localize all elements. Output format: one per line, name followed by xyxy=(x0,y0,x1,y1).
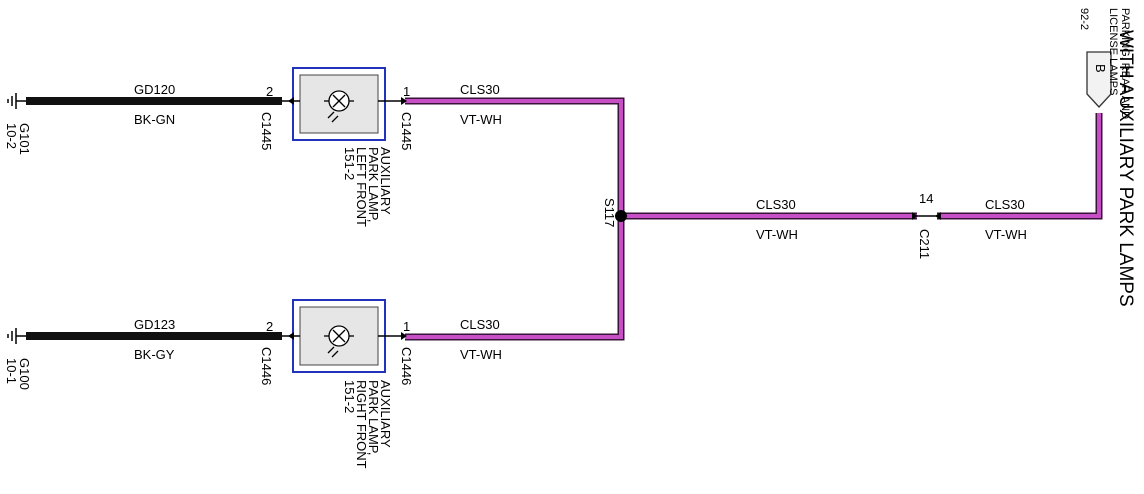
connector-id: C211 xyxy=(917,229,932,259)
inline-connector-c211 xyxy=(912,212,941,220)
ground-id: G100 xyxy=(17,358,32,390)
lamp-name-line: AUXILIARY xyxy=(378,147,393,215)
lamp-name-line: PARK LAMP, xyxy=(366,147,381,222)
ground-page-ref: 10-2 xyxy=(4,123,19,149)
pin-number: 2 xyxy=(266,84,273,99)
pin-number: 1 xyxy=(403,319,410,334)
reference-label-line: PARKING, REAR AND xyxy=(1119,8,1131,119)
splice-id: S117 xyxy=(602,198,617,227)
lamp-name-line: 151-2 xyxy=(342,147,357,180)
diagram-title: WITH AUXILIARY PARK LAMPS xyxy=(1115,30,1136,307)
wire-color-label: VT-WH xyxy=(460,112,502,127)
ground-icon xyxy=(7,93,26,109)
wire-color-label: BK-GY xyxy=(134,347,175,362)
ground-page-ref: 10-1 xyxy=(4,358,19,384)
wire-circuit-label: GD123 xyxy=(134,317,175,332)
wire-circuit-label: CLS30 xyxy=(985,197,1025,212)
ground-icon xyxy=(7,328,26,344)
reference-label-line: LICENSE LAMPS xyxy=(1107,8,1119,95)
reference-page: 92-2 xyxy=(1078,8,1090,30)
violet-wire-network xyxy=(405,97,1103,341)
lamp-name-line: PARK LAMP, xyxy=(366,380,381,455)
wire-circuit-label: GD120 xyxy=(134,82,175,97)
connector-id: C1446 xyxy=(259,347,274,385)
lamp-icon xyxy=(324,90,354,123)
connector-id: C1445 xyxy=(399,112,414,150)
wire-circuit-label: CLS30 xyxy=(460,82,500,97)
wire-color-label: VT-WH xyxy=(985,227,1027,242)
connector-id: C1445 xyxy=(259,112,274,150)
lamp-name-left-front: AUXILIARY PARK LAMP, LEFT FRONT 151-2 xyxy=(342,147,393,227)
wire-color-label: VT-WH xyxy=(756,227,798,242)
pin-number: 1 xyxy=(403,84,410,99)
splice-dot xyxy=(615,210,627,222)
page-reference-connector: B xyxy=(1086,51,1112,108)
lamp-component-right-front xyxy=(282,299,407,373)
connector-id: C1446 xyxy=(399,347,414,385)
pin-number: 2 xyxy=(266,319,273,334)
lamp-name-line: RIGHT FRONT xyxy=(354,380,369,469)
pin-number: 14 xyxy=(919,191,933,206)
lamp-name-line: LEFT FRONT xyxy=(354,147,369,227)
wire-color-label: BK-GN xyxy=(134,112,175,127)
wire-circuit-label: CLS30 xyxy=(756,197,796,212)
lamp-component-left-front xyxy=(282,67,407,141)
lamp-name-right-front: AUXILIARY PARK LAMP, RIGHT FRONT 151-2 xyxy=(342,380,393,469)
lamp-name-line: 151-2 xyxy=(342,380,357,413)
lamp-icon xyxy=(324,325,354,358)
wire-circuit-label: CLS30 xyxy=(460,317,500,332)
ground-id: G101 xyxy=(17,123,32,155)
reference-letter: B xyxy=(1093,64,1108,73)
wire-color-label: VT-WH xyxy=(460,347,502,362)
lamp-name-line: AUXILIARY xyxy=(378,380,393,448)
